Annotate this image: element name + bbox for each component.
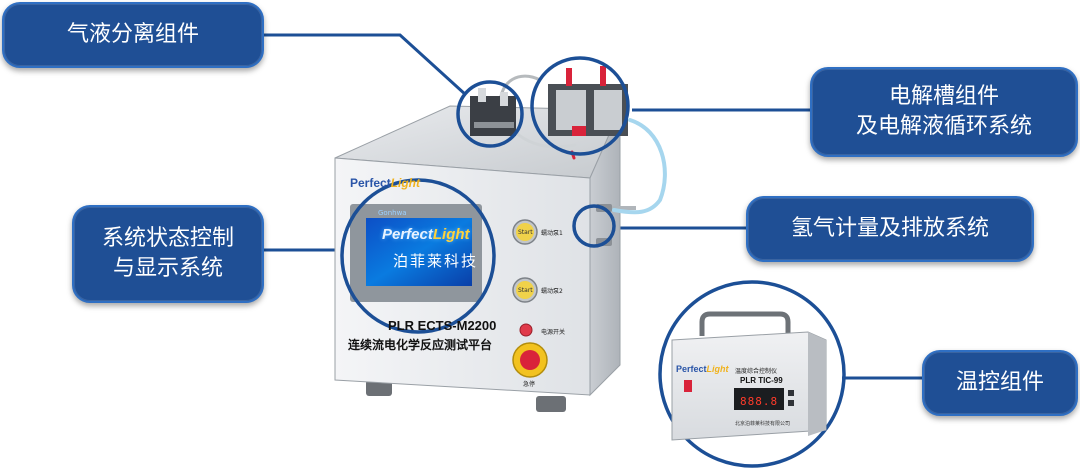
temp-controller bbox=[671, 311, 827, 441]
tc-display: 888.8 bbox=[740, 395, 779, 408]
callout-line: 系统状态控制 bbox=[101, 226, 234, 251]
screen-logo-accent: Light bbox=[432, 226, 470, 243]
callout-hydrogen-system: 氢气计量及排放系统 bbox=[746, 196, 1034, 262]
screen-maker: Gonhwa bbox=[378, 209, 407, 217]
callout-line: 与显示系统 bbox=[112, 256, 223, 281]
pump2-button-text: Start bbox=[518, 287, 533, 294]
pump2-label: 蠕动泵2 bbox=[541, 288, 563, 295]
connector-lines bbox=[260, 33, 922, 380]
emergency-stop-label: 急停 bbox=[523, 381, 536, 388]
tc-title: 温度综合控制仪 bbox=[735, 368, 778, 375]
tc-brand-accent: Light bbox=[706, 364, 729, 374]
electrolyzer bbox=[548, 66, 628, 136]
callout-control-display: 系统状态控制 与显示系统 bbox=[72, 205, 264, 303]
callout-line: 电解槽组件 bbox=[888, 84, 999, 109]
circle-temp bbox=[658, 280, 846, 468]
device-brand-logo: PerfectLight bbox=[350, 176, 420, 190]
callout-line: 氢气计量及排放系统 bbox=[790, 216, 989, 241]
circle-gas-liquid bbox=[456, 80, 524, 148]
power-switch-label: 电源开关 bbox=[541, 329, 566, 336]
touchscreen bbox=[350, 204, 482, 302]
tc-brand-logo: PerfectLight bbox=[676, 364, 729, 374]
pump1-label: 蠕动泵1 bbox=[541, 230, 563, 237]
front-controls bbox=[512, 219, 548, 378]
callout-line: 气液分离组件 bbox=[66, 22, 199, 47]
line-gas-liquid bbox=[262, 33, 468, 97]
circle-control bbox=[340, 178, 496, 334]
screen-logo-main: Perfect bbox=[382, 226, 433, 243]
pump1-button-text: Start bbox=[518, 229, 533, 236]
callout-line: 温控组件 bbox=[955, 370, 1044, 395]
circle-hydrogen bbox=[572, 204, 616, 248]
callout-gas-liquid-separator: 气液分离组件 bbox=[2, 2, 264, 68]
device-model-cn: 连续流电化学反应测试平台 bbox=[348, 338, 493, 352]
callout-line: 及电解液循环系统 bbox=[855, 114, 1032, 139]
tc-brand-main: Perfect bbox=[676, 364, 707, 374]
highlight-circles bbox=[340, 56, 846, 468]
callout-temperature-control: 温控组件 bbox=[922, 350, 1078, 416]
brand-main: Perfect bbox=[350, 176, 391, 190]
tc-model: PLR TIC-99 bbox=[740, 376, 783, 385]
tubing bbox=[498, 74, 667, 215]
brand-accent: Light bbox=[390, 176, 421, 190]
gas-liquid-separator bbox=[470, 88, 516, 136]
circle-electrolysis bbox=[530, 56, 630, 156]
screen-logo: PerfectLight bbox=[382, 226, 470, 243]
screen-company-name: 泊菲莱科技 bbox=[393, 252, 479, 270]
callout-electrolyzer: 电解槽组件 及电解液循环系统 bbox=[810, 67, 1078, 157]
device-model: PLR ECTS-M2200 bbox=[388, 318, 497, 333]
tc-company: 北京泊菲莱科技有限公司 bbox=[735, 421, 791, 427]
